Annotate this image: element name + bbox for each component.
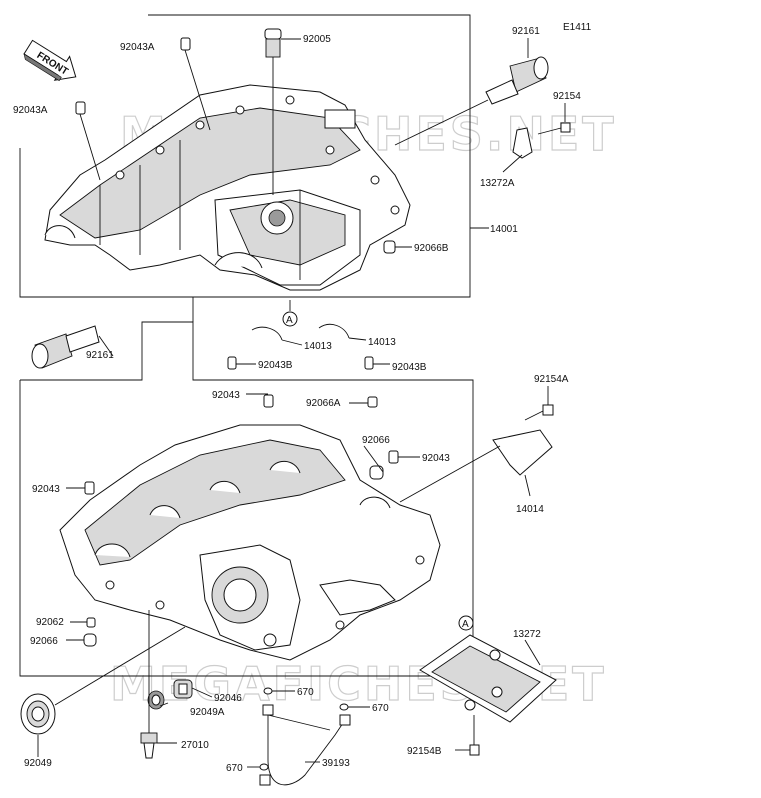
bolt-92154	[537, 122, 571, 135]
callout-a-upper: A	[282, 300, 298, 327]
bearing-92046	[173, 679, 213, 699]
label-92066A: 92066A	[306, 398, 341, 409]
label-14013-1: 14013	[304, 341, 332, 352]
label-670-1: 670	[297, 687, 314, 698]
part-labels: E1411 92161 92005 92043A 92043A 92154 13…	[13, 22, 592, 774]
label-92043-2: 92043	[422, 453, 450, 464]
front-arrow-icon: FRONT	[23, 39, 77, 82]
plate-13272	[419, 634, 557, 723]
label-14013-2: 14013	[368, 337, 396, 348]
label-670-3: 670	[226, 763, 243, 774]
label-92043B-2: 92043B	[392, 362, 427, 373]
dowel-92043-1	[263, 394, 274, 408]
label-92046: 92046	[214, 693, 242, 704]
sleeve-92161-left	[31, 325, 100, 369]
label-92161-left: 92161	[86, 350, 114, 361]
label-92066-1: 92066	[362, 435, 390, 446]
upper-crankcase	[44, 84, 411, 291]
seal-92049	[20, 626, 186, 735]
dowel-92043B-1	[227, 356, 237, 370]
dowel-92043A-2	[75, 101, 86, 115]
washer-670-3	[259, 763, 269, 771]
bearing-14013-2	[318, 324, 350, 339]
label-92066B: 92066B	[414, 243, 449, 254]
dowel-92043-3	[84, 481, 95, 495]
label-92043B-1: 92043B	[258, 360, 293, 371]
sleeve-92161-top	[394, 56, 549, 146]
leader-lines	[37, 38, 566, 768]
plug-92066B	[383, 240, 396, 254]
label-92154B: 92154B	[407, 746, 442, 757]
washer-670-2	[339, 703, 349, 711]
plug-92062	[86, 617, 96, 628]
label-27010: 27010	[181, 740, 209, 751]
label-13272A: 13272A	[480, 178, 515, 189]
seal-92049A	[147, 690, 165, 710]
dowel-92043A-1	[180, 37, 191, 51]
bracket-14014	[492, 429, 553, 476]
upper-case-frame	[19, 14, 471, 298]
label-92161-top: 92161	[512, 26, 540, 37]
label-92154: 92154	[553, 91, 581, 102]
svg-text:A: A	[462, 619, 469, 630]
label-14001: 14001	[490, 224, 518, 235]
plug-92066-1	[369, 465, 384, 480]
plate-13272A	[512, 127, 533, 159]
pipe-39193	[259, 704, 351, 786]
fitting-92005	[264, 28, 282, 195]
label-92049A: 92049A	[190, 707, 225, 718]
label-92005: 92005	[303, 34, 331, 45]
label-92049: 92049	[24, 758, 52, 769]
diagram-code: E1411	[563, 22, 592, 33]
label-92066-2: 92066	[30, 636, 58, 647]
plug-92066-2	[83, 633, 97, 647]
washer-670-1	[263, 687, 273, 695]
bearing-14013-1	[251, 326, 283, 341]
label-92043A-1: 92043A	[120, 42, 155, 53]
callout-a-lower: A	[458, 615, 474, 631]
lower-case-frame	[19, 321, 474, 677]
plug-92066A	[367, 396, 378, 408]
label-92043-1: 92043	[212, 390, 240, 401]
label-14014: 14014	[516, 504, 544, 515]
label-39193: 39193	[322, 758, 350, 769]
bolt-92154A	[524, 404, 554, 421]
label-92043-3: 92043	[32, 484, 60, 495]
label-92154A: 92154A	[534, 374, 569, 385]
dowel-92043B-2	[364, 356, 374, 370]
label-92043A-2: 92043A	[13, 105, 48, 116]
svg-text:A: A	[286, 315, 293, 326]
bolt-92154B	[469, 715, 480, 756]
label-670-2: 670	[372, 703, 389, 714]
label-13272: 13272	[513, 629, 541, 640]
label-92062: 92062	[36, 617, 64, 628]
dowel-92043-2	[388, 450, 399, 464]
switch-27010	[140, 610, 158, 759]
lower-crankcase	[59, 424, 441, 661]
